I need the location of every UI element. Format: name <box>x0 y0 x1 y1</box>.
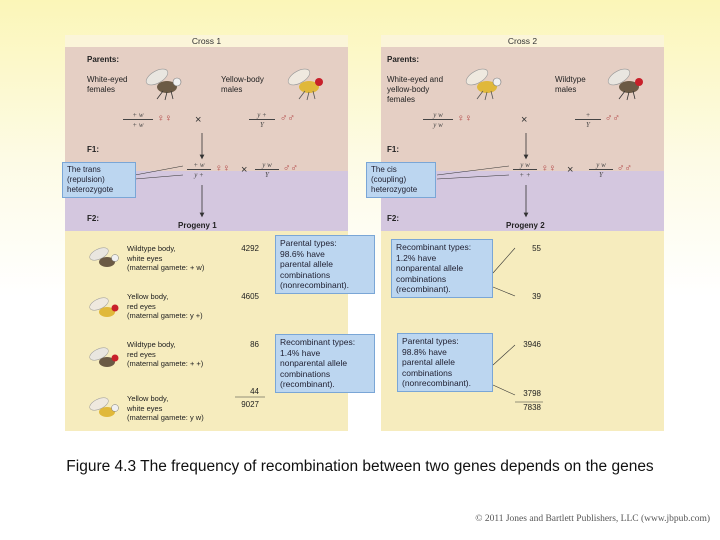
cross1-panel: Cross 1 Parents: White-eyed females Yell… <box>65 35 375 431</box>
cross2-title: Cross 2 <box>381 35 664 47</box>
cross2-parent-b-label: Wildtype males <box>555 75 586 94</box>
cross2-f1-male-geno-bottom: Y <box>599 171 603 179</box>
cross1-recombinant-types-box: Recombinant types: 1.4% have nonparental… <box>275 334 375 393</box>
cross2-f1-male-sex-icon: ♂♂ <box>617 163 632 174</box>
cross2-progeny-count: 3798 <box>523 389 541 398</box>
cross1-progeny-title: Progeny 1 <box>178 221 217 230</box>
white-eyed-fly-icon <box>145 68 182 101</box>
cross2-f2-label: F2: <box>387 214 399 223</box>
cross1-progeny-label: Yellow body, red eyes (maternal gamete: … <box>127 292 203 320</box>
cross2-progeny-count: 55 <box>532 244 541 253</box>
cross2-progeny-count: 39 <box>532 292 541 301</box>
cross2-progeny-count: 3946 <box>523 340 541 349</box>
cross2-f1-label: F1: <box>387 145 399 154</box>
cross1-progeny-label: Yellow body, white eyes (maternal gamete… <box>127 394 204 422</box>
cross2-cross-symbol: × <box>521 114 528 126</box>
cross2-f1-female-sex-icon: ♀♀ <box>541 163 556 174</box>
cross2-parent-a-geno-bottom: y w <box>433 121 443 129</box>
cross1-parent-b-geno-bottom: Y <box>260 121 264 129</box>
cross1-f2-label: F2: <box>87 214 99 223</box>
cross1-parent-b-geno-top: y + <box>249 111 275 120</box>
cross1-parents-label: Parents: <box>87 55 120 64</box>
cross2-progeny-title: Progeny 2 <box>506 221 545 230</box>
cross2-f1-female-geno-top: y w <box>513 161 537 170</box>
cross2-parents-band <box>381 47 664 171</box>
cross2-parent-a-geno-top: y w <box>423 111 453 120</box>
wildtype-fly-icon <box>607 68 643 101</box>
cross2-progeny-total: 7838 <box>523 403 541 412</box>
cross2-parental-types-box: Parental types: 98.8% have parental alle… <box>397 333 493 392</box>
cross1-progeny-count: 4605 <box>241 292 259 301</box>
progeny1-yellow-white-fly-icon <box>89 397 119 417</box>
progeny1-wildtype-white-fly-icon <box>89 247 119 267</box>
cross1-progeny-total: 9027 <box>241 400 259 409</box>
cross2-panel: Cross 2 Parents: White-eyed and yellow-b… <box>381 35 664 431</box>
yellow-white-fly-icon <box>465 68 502 101</box>
cross2-heterozygote-callout: The cis (coupling) heterozygote <box>366 162 436 198</box>
cross2-parent-a-label: White-eyed and yellow-body females <box>387 75 444 104</box>
copyright-notice: © 2011 Jones and Bartlett Publishers, LL… <box>475 514 710 524</box>
cross1-parent-b-label: Yellow-body males <box>221 75 264 94</box>
cross2-f1-cross-symbol: × <box>567 164 574 176</box>
cross1-progeny-label: Wildtype body, red eyes (maternal gamete… <box>127 340 204 368</box>
cross1-connectors <box>134 133 265 398</box>
cross2-recombinant-types-box: Recombinant types: 1.2% have nonparental… <box>391 239 493 298</box>
cross2-parent-a-sex-icon: ♀♀ <box>457 113 472 124</box>
cross1-f1-male-geno-top: y w <box>255 161 279 170</box>
cross1-cross-symbol: × <box>195 114 202 126</box>
progeny1-yellow-red-fly-icon <box>89 297 119 317</box>
cross1-f1-female-geno-bottom: y + <box>194 171 204 179</box>
cross1-f1-label: F1: <box>87 145 99 154</box>
cross1-parental-types-box: Parental types: 98.6% have parental alle… <box>275 235 375 294</box>
cross2-parent-b-sex-icon: ♂♂ <box>605 113 620 124</box>
cross1-f1-male-sex-icon: ♂♂ <box>283 163 298 174</box>
cross1-f1-male-geno-bottom: Y <box>265 171 269 179</box>
cross1-parent-a-sex-icon: ♀♀ <box>157 113 172 124</box>
figure-caption: Figure 4.3 The frequency of recombinatio… <box>66 458 654 475</box>
cross1-progeny-count: 86 <box>250 340 259 349</box>
cross2-f1-female-geno-bottom: + + <box>519 171 531 179</box>
cross1-progeny-count: 44 <box>250 387 259 396</box>
cross2-parent-b-geno-bottom: Y <box>586 121 590 129</box>
cross1-f1-female-sex-icon: ♀♀ <box>215 163 230 174</box>
cross1-heterozygote-callout: The trans (repulsion) heterozygote <box>62 162 136 198</box>
cross2-parent-b-geno-top: + <box>575 111 601 120</box>
cross1-progeny-count: 4292 <box>241 244 259 253</box>
cross1-f1-female-geno-top: + w <box>187 161 211 170</box>
cross1-parents-band <box>65 47 348 171</box>
cross2-parents-label: Parents: <box>387 55 420 64</box>
yellow-body-fly-icon <box>287 68 323 101</box>
cross1-f1-cross-symbol: × <box>241 164 248 176</box>
cross1-parent-b-sex-icon: ♂♂ <box>280 113 295 124</box>
cross1-parent-a-label: White-eyed females <box>87 75 128 94</box>
cross1-title: Cross 1 <box>65 35 348 47</box>
cross1-parent-a-geno-top: + w <box>123 111 153 120</box>
progeny1-wildtype-red-fly-icon <box>89 347 119 367</box>
cross1-progeny-label: Wildtype body, white eyes (maternal game… <box>127 244 205 272</box>
cross2-f1-male-geno-top: y w <box>589 161 613 170</box>
cross2-connectors <box>436 133 543 403</box>
cross1-parent-a-geno-bottom: + w <box>132 121 144 129</box>
